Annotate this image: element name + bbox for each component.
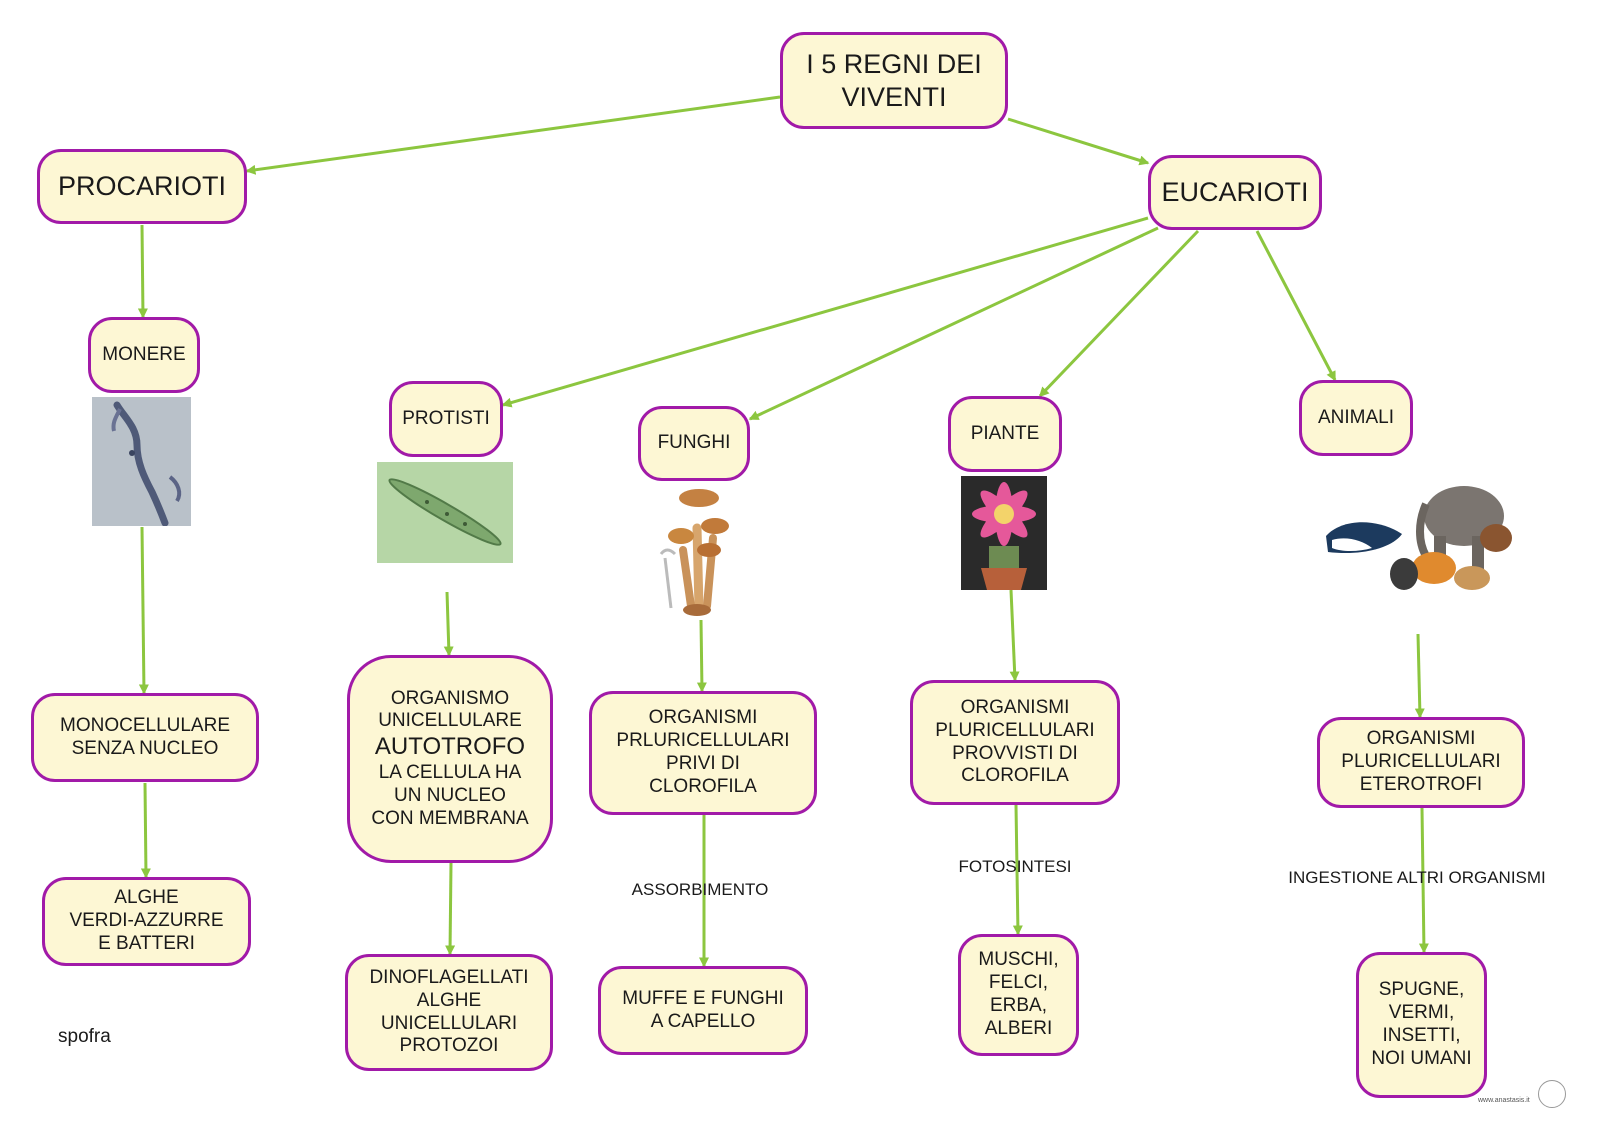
arrow-animali-desc-examples xyxy=(1418,807,1429,954)
edge-label-ingestione: INGESTIONE ALTRI ORGANISMI xyxy=(1288,868,1546,887)
arrow-monere-desc-examples xyxy=(140,782,151,879)
arrow-eucarioti-funghi xyxy=(748,226,1159,421)
animali-examples-node: SPUGNE, VERMI, INSETTI, NOI UMANI xyxy=(1356,952,1487,1098)
piante-node: PIANTE xyxy=(948,396,1062,472)
arrow-monere-desc xyxy=(138,526,149,695)
eucarioti-node: EUCARIOTI xyxy=(1148,155,1322,230)
protisti-desc-node: ORGANISMO UNICELLULARE AUTOTROFO LA CELL… xyxy=(347,655,553,863)
procarioti-node: PROCARIOTI xyxy=(37,149,247,224)
arrow-eucarioti-animali xyxy=(1255,230,1337,382)
animali-desc-node: ORGANISMI PLURICELLULARI ETEROTROFI xyxy=(1317,717,1525,808)
arrow-piante-desc-examples xyxy=(1012,804,1023,936)
protisti-desc-line2: AUTOTROFO xyxy=(374,733,526,761)
monere-examples-node: ALGHE VERDI-AZZURRE E BATTERI xyxy=(42,877,251,966)
arrow-animali-desc xyxy=(1414,633,1425,719)
funghi-node: FUNGHI xyxy=(638,406,750,481)
funghi-image xyxy=(659,489,729,616)
edge-label-assorbimento: ASSORBIMENTO xyxy=(631,880,769,899)
watermark-url: www.anastasis.it xyxy=(1478,1097,1530,1104)
piante-desc-node: ORGANISMI PLURICELLULARI PROVVISTI DI CL… xyxy=(910,680,1120,805)
monere-node: MONERE xyxy=(88,317,200,393)
arrow-eucarioti-protisti xyxy=(501,216,1149,408)
arrow-eucarioti-piante xyxy=(1038,229,1200,398)
arrow-title-eucarioti xyxy=(1007,117,1150,166)
animali-node: ANIMALI xyxy=(1299,380,1413,456)
arrow-protisti-desc-examples xyxy=(445,862,456,956)
animali-image xyxy=(1326,486,1512,590)
funghi-examples-node: MUFFE E FUNGHI A CAPELLO xyxy=(598,966,808,1055)
protisti-examples-node: DINOFLAGELLATI ALGHE UNICELLULARI PROTOZ… xyxy=(345,954,553,1071)
arrow-title-procarioti xyxy=(245,95,781,175)
protisti-desc-line1: ORGANISMO UNICELLULARE xyxy=(378,687,522,732)
arrow-piante-desc xyxy=(1009,589,1020,682)
edge-label-fotosintesi: FOTOSINTESI xyxy=(958,857,1072,876)
title-node: I 5 REGNI DEI VIVENTI xyxy=(780,32,1008,129)
monere-desc-node: MONOCELLULARE SENZA NUCLEO xyxy=(31,693,259,782)
piante-examples-node: MUSCHI, FELCI, ERBA, ALBERI xyxy=(958,934,1079,1056)
arrow-protisti-desc xyxy=(443,591,454,657)
arrow-procarioti-monere xyxy=(137,224,148,319)
funghi-desc-node: ORGANISMI PRLURICELLULARI PRIVI DI CLORO… xyxy=(589,691,817,815)
author-signature: spofra xyxy=(58,1026,111,1047)
protisti-node: PROTISTI xyxy=(389,381,503,457)
piante-image xyxy=(961,476,1047,590)
publisher-logo-icon xyxy=(1538,1080,1566,1108)
monere-image xyxy=(92,397,191,526)
protisti-image xyxy=(377,462,513,563)
arrow-funghi-desc xyxy=(696,619,707,693)
protisti-desc-line3: LA CELLULA HA UN NUCLEO CON MEMBRANA xyxy=(371,762,529,829)
